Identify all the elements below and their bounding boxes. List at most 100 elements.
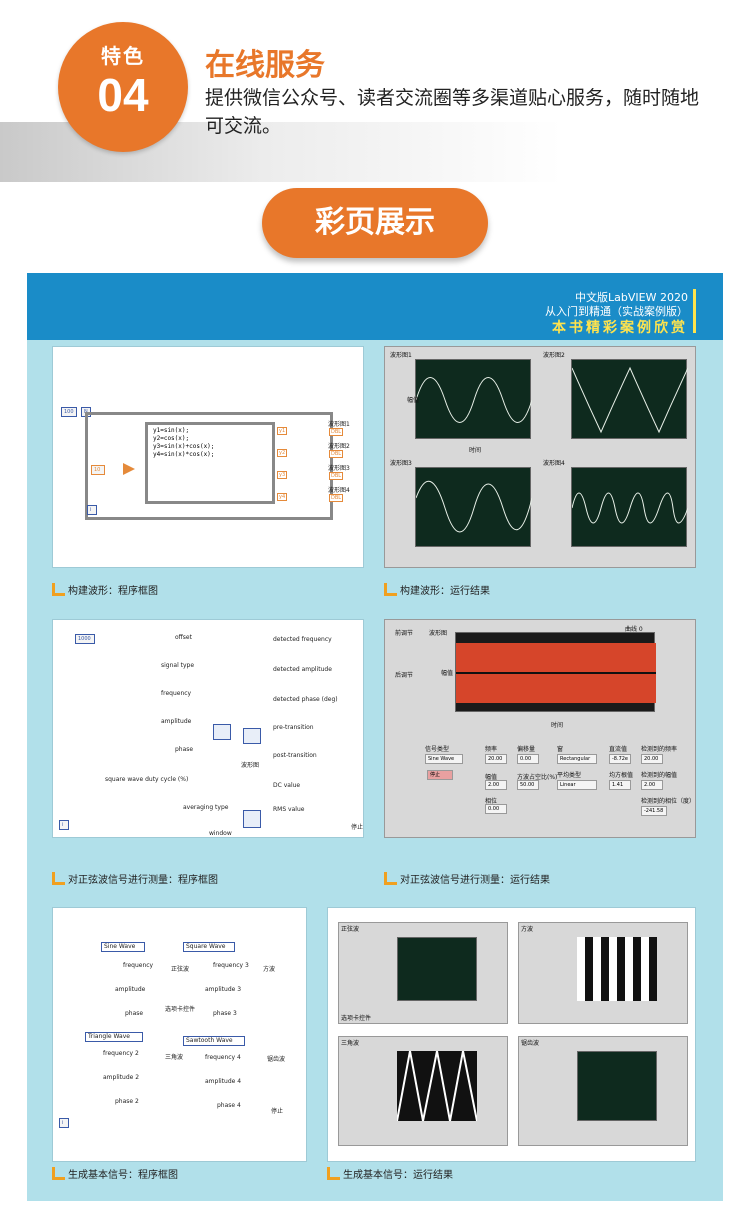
det-amp-indicator: 2.00	[641, 780, 663, 790]
section-button[interactable]: 彩页展示	[262, 188, 488, 258]
port-y2: y2	[277, 449, 288, 457]
offset-input[interactable]: 0.00	[517, 754, 539, 764]
fp2-ylabel: 幅值	[441, 670, 454, 677]
rms-label: 均方根值	[609, 772, 634, 779]
tab-square: 方波	[521, 926, 534, 933]
graph-title-3: 波形图3	[390, 460, 412, 467]
caption-1: 构建波形：程序框图	[52, 582, 158, 597]
avg-selector[interactable]: Linear	[557, 780, 597, 790]
input-signal-type: signal type	[161, 662, 195, 669]
duty-input[interactable]: 50.00	[517, 780, 539, 790]
stop-label: 停止	[271, 1108, 284, 1115]
phase-input[interactable]: 0.00	[485, 804, 507, 814]
tab-panel-sine: 正弦波 选项卡控件	[338, 922, 508, 1024]
signal-type-selector[interactable]: Sine Wave	[425, 754, 463, 764]
det-amp-label: 检测到的幅值	[641, 772, 678, 779]
offset-label: 偏移量	[517, 746, 536, 753]
waveform-graph-3	[415, 467, 533, 547]
dc-label: 直流值	[609, 746, 628, 753]
dbl-indicator-2: DBL	[329, 450, 344, 458]
freq-3: frequency 3	[213, 962, 249, 969]
fp2-label-1: 前调节	[395, 630, 414, 637]
port-y3: y3	[277, 471, 288, 479]
det-freq-label: 检测到的频率	[641, 746, 678, 753]
sawtooth-wave-selector: Sawtooth Wave	[183, 1036, 245, 1046]
tab-panel-square: 方波	[518, 922, 688, 1024]
triangle-wave-plot	[396, 1050, 478, 1122]
stop-button[interactable]: 停止	[427, 770, 453, 780]
screenshot-bd3: Sine Wave Square Wave Triangle Wave Sawt…	[52, 907, 307, 1162]
badge-number: 04	[97, 69, 149, 121]
input-duty-cycle: square wave duty cycle (%)	[105, 776, 189, 783]
out-sawtooth: 锯齿波	[267, 1056, 286, 1063]
output-dc-value: DC value	[273, 782, 301, 789]
sawtooth-graph	[577, 1051, 657, 1121]
out-triangle: 三角波	[165, 1054, 184, 1061]
tab-panel-triangle: 三角波	[338, 1036, 508, 1146]
input-phase: phase	[175, 746, 194, 753]
screenshot-fp3: 正弦波 选项卡控件 方波 三角波 锯齿波	[327, 907, 696, 1162]
feature-title: 在线服务	[205, 48, 325, 83]
output-detected-frequency: detected frequency	[273, 636, 332, 643]
stop-label: 停止	[351, 824, 364, 831]
output-label-1: 波形图1	[328, 421, 350, 428]
freq-2: frequency 2	[103, 1050, 139, 1057]
window-label: 窗	[557, 746, 564, 753]
measure-node	[243, 728, 261, 744]
output-label-4: 波形图4	[328, 487, 350, 494]
output-rms-value: RMS value	[273, 806, 305, 813]
amp-label: 幅值	[485, 774, 498, 781]
out-sine: 正弦波	[171, 966, 190, 973]
product-curve	[571, 492, 689, 524]
det-phase-indicator: -241.58	[641, 806, 667, 816]
tab-control-label: 选项卡控件	[165, 1006, 196, 1013]
const-10: 10	[91, 465, 105, 475]
banner-line-3: 本书精彩案例欣赏	[552, 320, 688, 336]
output-label-2: 波形图2	[328, 443, 350, 450]
freq-1: frequency	[123, 962, 154, 969]
avg-label: 平均类型	[557, 772, 582, 779]
triangle-graph	[396, 1050, 478, 1122]
freq-input[interactable]: 20.00	[485, 754, 507, 764]
dbl-indicator-1: DBL	[329, 428, 344, 436]
screenshot-bd2: 1000 offset signal type frequency amplit…	[52, 619, 364, 838]
input-offset: offset	[175, 634, 192, 641]
screenshot-fp2: 前调节 后调节 波形图 曲线 0 时间 幅值 信号类型 Sine Wave 停止…	[384, 619, 696, 838]
iteration-terminal: i	[87, 505, 97, 515]
graph-title-4: 波形图4	[543, 460, 565, 467]
phase-2: phase 2	[115, 1098, 139, 1105]
sine-graph	[397, 937, 477, 1001]
cosine-curve	[571, 366, 689, 434]
caption-5: 生成基本信号：程序框图	[52, 1166, 178, 1181]
signal-generator-node	[213, 724, 231, 740]
duty-label: 方波占空比(%)	[517, 774, 558, 781]
fp2-graph-legend: 曲线 0	[625, 626, 643, 633]
out-square: 方波	[263, 966, 276, 973]
screenshot-fp1: 波形图1 波形图2 波形图3 波形图4 时间 幅值	[384, 346, 696, 568]
fp2-graph-title: 波形图	[429, 630, 448, 637]
window-selector[interactable]: Rectangular	[557, 754, 597, 764]
banner-line-1: 中文版LabVIEW 2020	[575, 291, 688, 304]
output-detected-amplitude: detected amplitude	[273, 666, 332, 673]
formula-line: y4=sin(x)*cos(x);	[153, 451, 215, 458]
formula-line: y2=cos(x);	[153, 435, 190, 442]
amp-3: amplitude 3	[205, 986, 242, 993]
input-averaging-type: averaging type	[183, 804, 229, 811]
amp-input[interactable]: 2.00	[485, 780, 507, 790]
freq-label: 频率	[485, 746, 498, 753]
input-amplitude: amplitude	[161, 718, 192, 725]
iteration-terminal: i	[59, 820, 69, 830]
output-label-3: 波形图3	[328, 465, 350, 472]
amp-1: amplitude	[115, 986, 146, 993]
square-wave-selector: Square Wave	[183, 942, 235, 952]
for-loop	[85, 412, 333, 520]
iteration-terminal: i	[59, 1118, 69, 1128]
banner-accent-bar	[693, 289, 696, 333]
sine-curve	[415, 377, 533, 423]
sum-curve	[415, 480, 533, 533]
output-detected-phase: detected phase (deg)	[273, 696, 338, 703]
output-waveform-graph: 波形图	[241, 762, 260, 769]
feature-description: 提供微信公众号、读者交流圈等多渠道贴心服务，随时随地可交流。	[205, 87, 700, 137]
basic-dc-rms-node	[243, 810, 261, 828]
port-y1: y1	[277, 427, 288, 435]
